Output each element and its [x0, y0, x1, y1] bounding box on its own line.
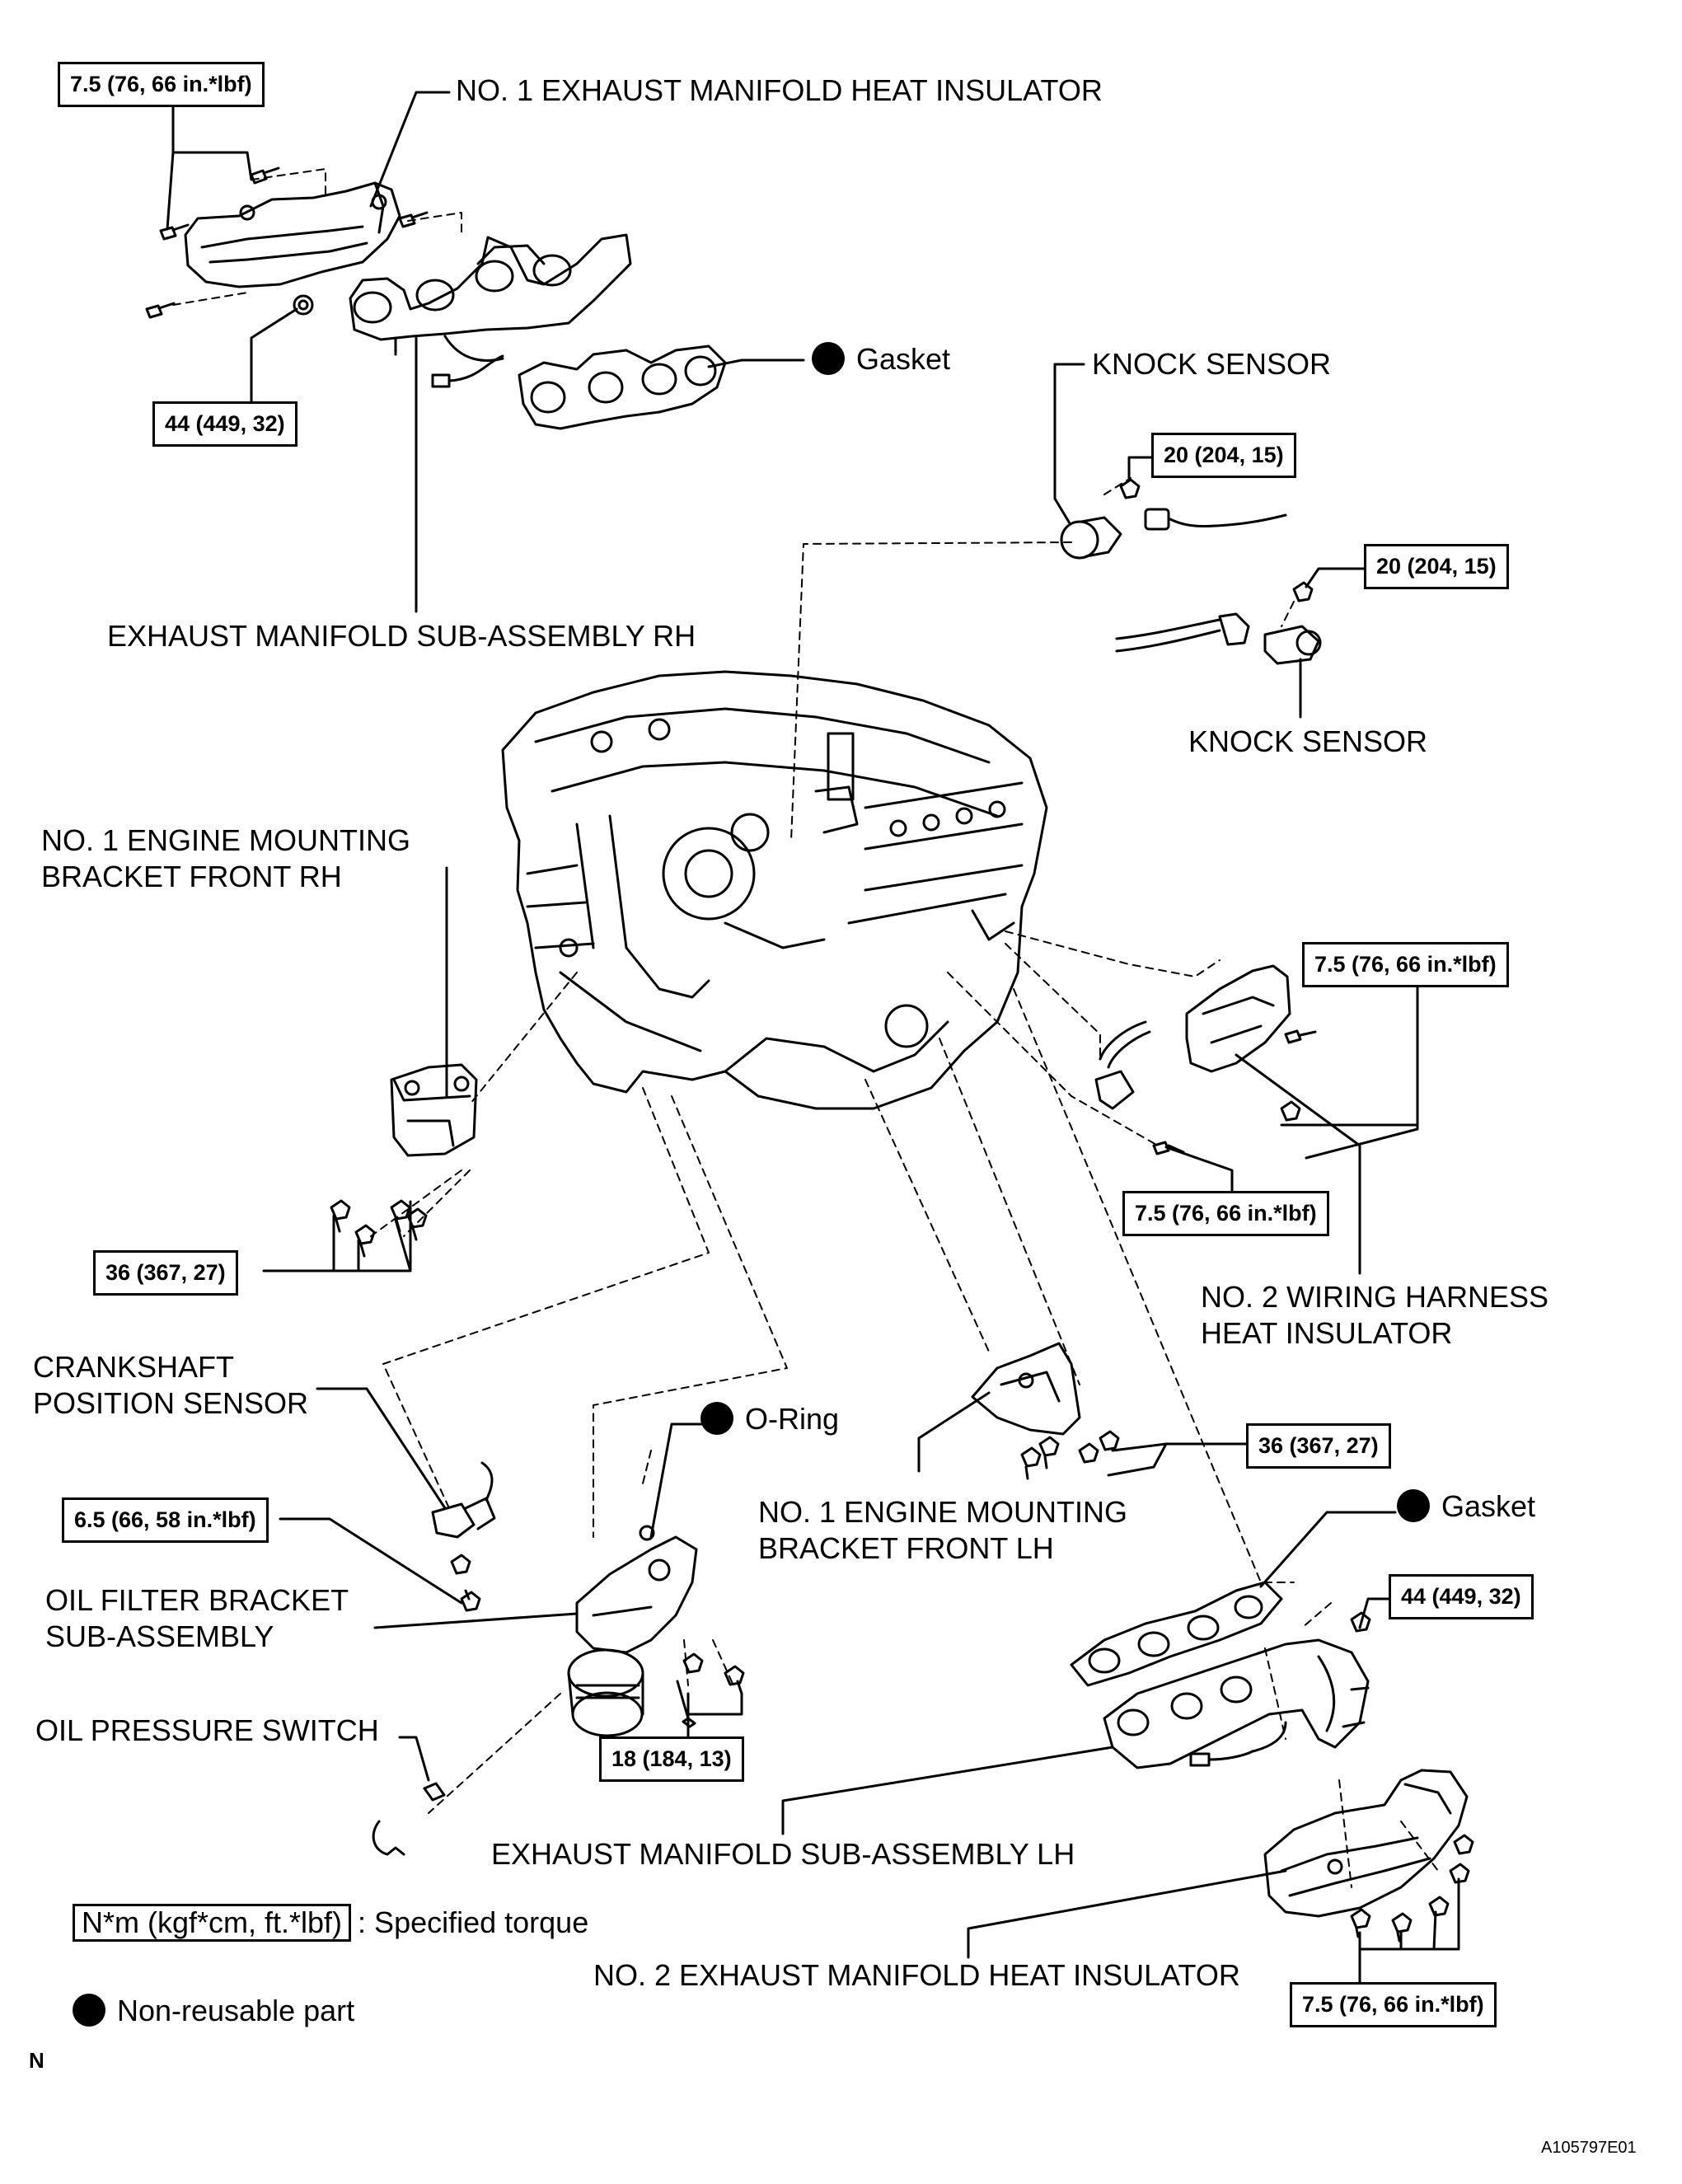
- crankshaft-line2: POSITION SENSOR: [33, 1386, 309, 1420]
- exhaust-heat-insulator-lh-drawing: [1263, 1769, 1474, 1943]
- label-no2-exhaust-heat-insulator: NO. 2 EXHAUST MANIFOLD HEAT INSULATOR: [593, 1958, 1240, 1992]
- label-exhaust-manifold-lh: EXHAUST MANIFOLD SUB-ASSEMBLY LH: [491, 1837, 1075, 1871]
- dashed-alignment-lines: [172, 168, 1439, 1888]
- leader-lines: [166, 91, 1460, 1984]
- crankshaft-sensor-drawing: [431, 1461, 496, 1612]
- o-ring-text: O-Ring: [745, 1402, 840, 1436]
- oil-pressure-switch-drawing: [372, 1782, 446, 1856]
- gasket-text: Gasket: [856, 342, 951, 376]
- harness-line2: HEAT INSULATOR: [1201, 1316, 1453, 1350]
- oil-filter-line1: OIL FILTER BRACKET: [45, 1583, 349, 1617]
- legend-nonreusable-text: Non-reusable part: [117, 1994, 355, 2027]
- nonreusable-dot: [700, 1402, 733, 1436]
- label-gasket-1: Gasket: [812, 341, 950, 377]
- torque-box-harness-bolt: 7.5 (76, 66 in.*lbf): [1122, 1191, 1329, 1236]
- engine-mount-lh-line1: NO. 1 ENGINE MOUNTING: [758, 1495, 1128, 1529]
- torque-box-insulator-rh: 7.5 (76, 66 in.*lbf): [58, 62, 265, 107]
- harness-line1: NO. 2 WIRING HARNESS: [1201, 1280, 1549, 1314]
- torque-box-knock-2: 20 (204, 15): [1364, 544, 1509, 589]
- legend-torque-text: : Specified torque: [358, 1905, 589, 1939]
- legend-nonreusable: Non-reusable part: [73, 1993, 354, 2029]
- legend-torque-unit: N*m (kgf*cm, ft.*lbf): [73, 1904, 352, 1942]
- nonreusable-dot: [1397, 1489, 1430, 1523]
- label-gasket-2: Gasket: [1397, 1488, 1535, 1525]
- torque-box-oil-filter: 18 (184, 13): [599, 1736, 744, 1782]
- label-knock-sensor-1: KNOCK SENSOR: [1092, 347, 1332, 381]
- label-exhaust-manifold-rh: EXHAUST MANIFOLD SUB-ASSEMBLY RH: [107, 619, 696, 653]
- torque-box-knock-1: 20 (204, 15): [1151, 433, 1296, 478]
- engine-mount-bracket-lh-drawing: [971, 1342, 1120, 1480]
- label-no1-exhaust-heat-insulator: NO. 1 EXHAUST MANIFOLD HEAT INSULATOR: [456, 73, 1103, 107]
- exhaust-manifold-rh: [349, 233, 632, 388]
- label-oil-pressure-switch: OIL PRESSURE SWITCH: [35, 1713, 379, 1747]
- exhaust-heat-insulator-rh: [145, 166, 429, 319]
- nonreusable-dot: [812, 342, 845, 376]
- engine-block-drawing: [501, 670, 1048, 1110]
- torque-box-crank-sensor: 6.5 (66, 58 in.*lbf): [62, 1497, 269, 1543]
- engine-mount-lh-line2: BRACKET FRONT LH: [758, 1531, 1054, 1565]
- exhaust-manifold-lh-drawing: [1070, 1581, 1371, 1769]
- north-marker: N: [29, 2048, 45, 2073]
- harness-heat-insulator-drawing: [1094, 964, 1317, 1155]
- torque-box-manifold-lh-nut: 44 (449, 32): [1389, 1574, 1534, 1619]
- exhaust-gasket-rh: [518, 344, 727, 430]
- oil-filter-bracket-drawing: [567, 1525, 745, 1737]
- label-knock-sensor-2: KNOCK SENSOR: [1188, 724, 1428, 758]
- crankshaft-line1: CRANKSHAFT: [33, 1350, 235, 1384]
- engine-mount-bracket-rh-drawing: [330, 1063, 478, 1258]
- oil-filter-line2: SUB-ASSEMBLY: [45, 1619, 274, 1653]
- legend-torque: N*m (kgf*cm, ft.*lbf): Specified torque: [73, 1904, 588, 1942]
- gasket-text: Gasket: [1441, 1489, 1536, 1523]
- knock-sensor-2-drawing: [1115, 581, 1322, 665]
- label-o-ring: O-Ring: [700, 1401, 839, 1437]
- nonreusable-dot: [73, 1994, 105, 2027]
- torque-box-mount-lh: 36 (367, 27): [1246, 1423, 1391, 1469]
- torque-box-harness-insulator: 7.5 (76, 66 in.*lbf): [1302, 942, 1509, 987]
- torque-box-mount-rh: 36 (367, 27): [93, 1250, 238, 1296]
- knock-sensor-1-drawing: [1060, 478, 1287, 560]
- engine-mount-rh-line2: BRACKET FRONT RH: [41, 860, 342, 893]
- torque-box-insulator-lh: 7.5 (76, 66 in.*lbf): [1290, 1982, 1497, 2027]
- figure-id: A105797E01: [1541, 2139, 1637, 2157]
- engine-mount-rh-line1: NO. 1 ENGINE MOUNTING: [41, 823, 411, 857]
- torque-box-manifold-rh-nut: 44 (449, 32): [152, 401, 298, 447]
